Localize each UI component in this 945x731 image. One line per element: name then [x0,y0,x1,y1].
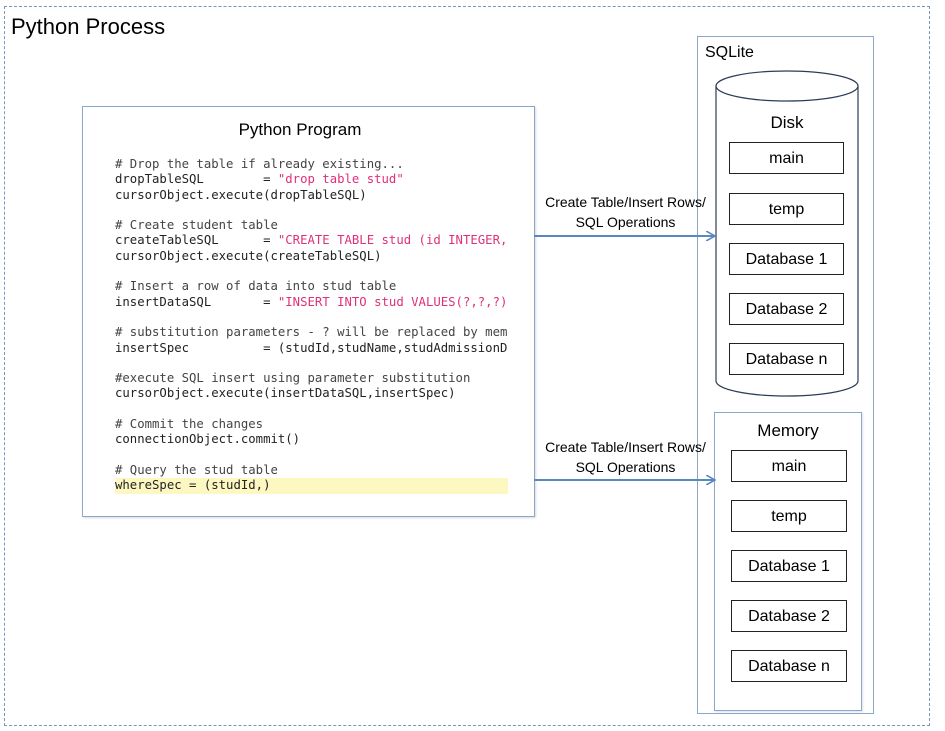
code-line: # Insert a row of data into stud table [115,279,508,294]
disk-item-temp: temp [729,193,844,225]
arrow-label-memory-line-2: SQL Operations [575,459,676,475]
code-token: "CREATE TABLE stud (id INTEGER, [277,233,508,248]
python-process-title: Python Process [11,14,166,39]
code-line: # Drop the table if already existing... [115,157,508,172]
memory-title: Memory [757,421,819,440]
python-program-box [82,106,535,517]
memory-item-database-2: Database 2 [731,600,847,632]
code-token: # Insert a row of data into stud table [115,279,397,294]
disk-item-database-n: Database n [729,343,844,375]
code-token: #execute SQL insert using parameter subs… [115,371,471,386]
code-token: # Commit the changes [115,417,264,432]
code-line: # Query the stud table [115,463,508,478]
code-token: dropTableSQL = [115,172,278,187]
arrow-label-disk: Create Table/Insert Rows/ SQL Operations [533,192,718,232]
code-line: insertSpec = (studId,studName,studAdmiss… [115,341,508,356]
arrow-label-memory-line-1: Create Table/Insert Rows/ [545,439,706,455]
code-token: cursorObject.execute(dropTableSQL) [115,187,367,202]
memory-item-database-n: Database n [731,650,847,682]
sqlite-title: SQLite [705,44,754,61]
code-blank-line [115,310,508,325]
code-line: cursorObject.execute(dropTableSQL) [115,188,508,203]
code-blank-line [115,356,508,371]
code-line: insertDataSQL = "INSERT INTO stud VALUES… [115,295,508,310]
code-token: createTableSQL = [115,233,278,248]
disk-item-database-2: Database 2 [729,293,844,325]
arrow-label-memory: Create Table/Insert Rows/ SQL Operations [533,437,718,477]
code-token: # Create student table [115,218,278,233]
code-token: insertDataSQL = [115,294,278,309]
memory-item-database-1: Database 1 [731,550,847,582]
code-listing: # Drop the table if already existing...d… [115,157,508,497]
code-token: cursorObject.execute(insertDataSQL,inser… [115,386,456,401]
code-line: cursorObject.execute(insertDataSQL,inser… [115,386,508,401]
memory-item-main: main [731,450,847,482]
arrow-label-disk-line-1: Create Table/Insert Rows/ [545,194,706,210]
disk-item-database-1: Database 1 [729,243,844,275]
memory-item-temp: temp [731,500,847,532]
code-line: # substitution parameters - ? will be re… [115,325,508,340]
code-token: insertSpec = (studId,studName,studAdmiss… [115,340,508,355]
code-blank-line [115,448,508,463]
code-blank-line [115,203,508,218]
code-line: createTableSQL = "CREATE TABLE stud (id … [115,233,508,248]
code-blank-line [115,402,508,417]
disk-item-main: main [729,142,844,174]
code-token: "drop table stud" [277,172,404,187]
code-line: # Commit the changes [115,417,508,432]
code-token: "INSERT INTO stud VALUES(?,?,?)" [277,294,508,309]
code-token: # Drop the table if already existing... [115,157,404,171]
code-blank-line [115,264,508,279]
code-line: connectionObject.commit() [115,432,508,447]
code-token: # substitution parameters - ? will be re… [115,325,508,340]
python-process-container [4,6,930,726]
code-token: connectionObject.commit() [115,432,301,447]
code-line: dropTableSQL = "drop table stud" [115,172,508,187]
code-token: # Query the stud table [115,462,278,477]
code-line: # Create student table [115,218,508,233]
python-program-title: Python Program [238,120,362,139]
code-token: whereSpec = (studId,) [115,478,271,493]
code-line: whereSpec = (studId,) [115,478,508,494]
arrow-label-disk-line-2: SQL Operations [575,214,676,230]
code-token: cursorObject.execute(createTableSQL) [115,248,382,263]
disk-title: Disk [770,113,804,132]
code-line: #execute SQL insert using parameter subs… [115,371,508,386]
code-line: cursorObject.execute(createTableSQL) [115,249,508,264]
